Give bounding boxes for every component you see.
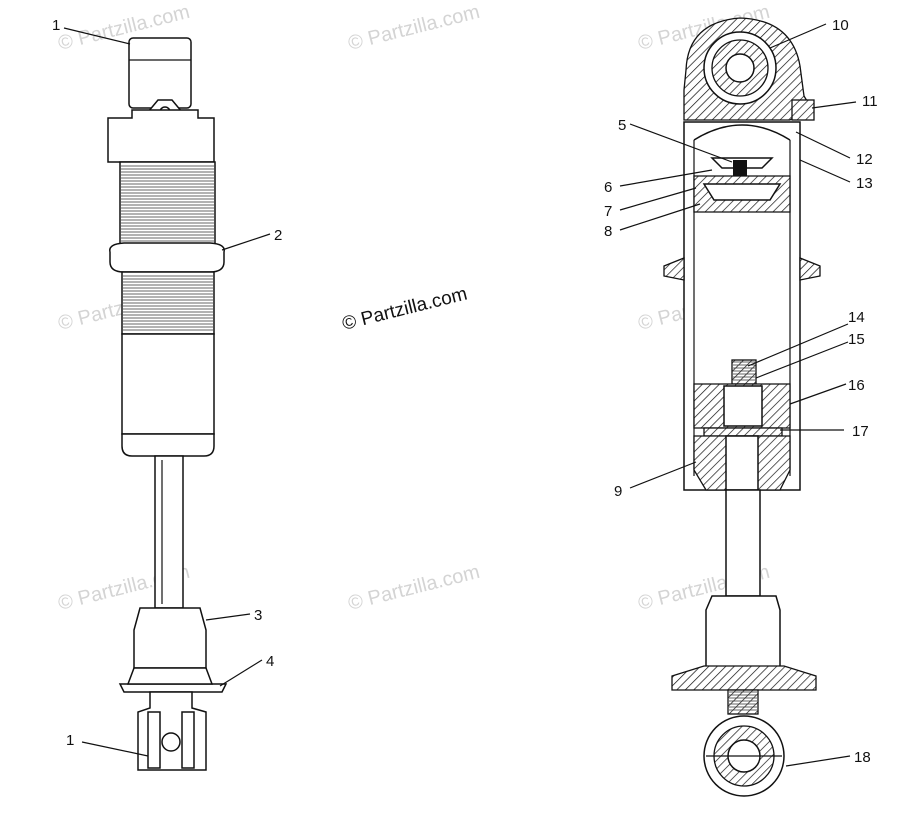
callout-6: 6 <box>604 179 612 196</box>
callout-17: 17 <box>852 423 869 440</box>
callout-labels: 1 2 3 4 1 10 11 5 12 6 13 7 8 14 15 16 1… <box>52 17 878 766</box>
callout-5: 5 <box>618 117 626 134</box>
callout-left-1-top: 1 <box>52 17 60 34</box>
callout-11: 11 <box>862 93 878 110</box>
callout-18: 18 <box>854 749 871 766</box>
callout-13: 13 <box>856 175 873 192</box>
shock-cutaway-view <box>663 17 821 797</box>
callout-8: 8 <box>604 223 612 240</box>
leader-lines <box>63 23 857 767</box>
callout-14: 14 <box>848 309 865 326</box>
callout-left-2: 2 <box>274 227 282 244</box>
callout-7: 7 <box>604 203 612 220</box>
callout-9: 9 <box>614 483 622 500</box>
callout-left-3: 3 <box>254 607 262 624</box>
callout-12: 12 <box>856 151 873 168</box>
callout-left-4: 4 <box>266 653 274 670</box>
callout-left-1-bottom: 1 <box>66 732 74 749</box>
shock-exterior-view <box>107 37 228 771</box>
callout-16: 16 <box>848 377 865 394</box>
callout-10: 10 <box>832 17 849 34</box>
callout-15: 15 <box>848 331 865 348</box>
watermark-text: © Partzilla.com <box>346 1 482 55</box>
watermark-text: © Partzilla.com <box>346 561 482 615</box>
copyright-text: © Partzilla.com <box>340 284 469 335</box>
